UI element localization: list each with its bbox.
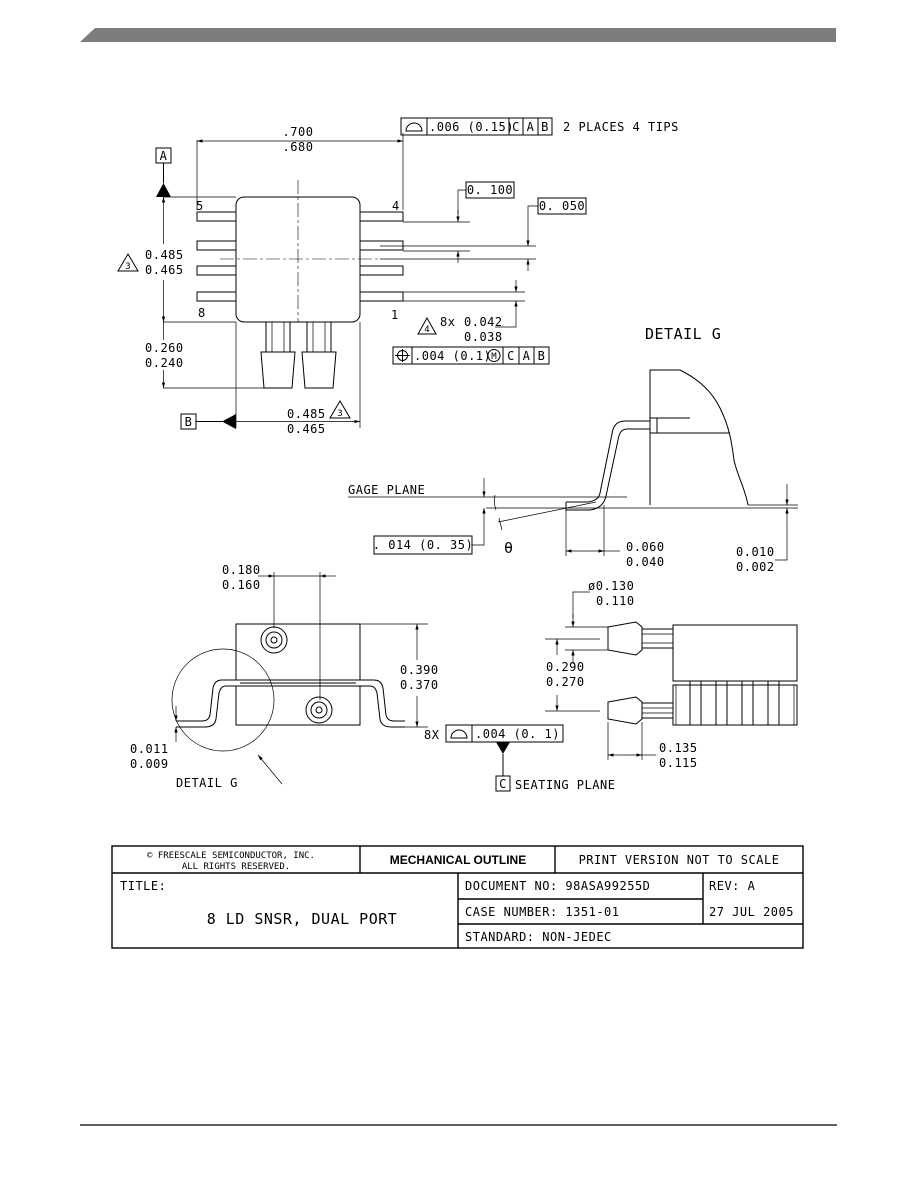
body-h-max: 0.485 [287, 407, 326, 421]
port-length-max: 0.260 [145, 341, 184, 355]
port-offset-max: 0.180 [222, 563, 261, 577]
document-number: DOCUMENT NO: 98ASA99255D [465, 879, 650, 893]
detail-g-callout: DETAIL G [176, 776, 238, 790]
leads-right [359, 211, 404, 302]
print-note: PRINT VERSION NOT TO SCALE [579, 853, 780, 867]
front-view: DETAIL G 0.180 0.160 0.390 0.370 0.011 0… [130, 563, 615, 792]
body-w-min: 0.465 [145, 263, 184, 277]
leads-left [196, 211, 237, 302]
profile-note: 2 PLACES 4 TIPS [563, 120, 679, 134]
foot-max: 0.060 [626, 540, 665, 554]
body-w-max: 0.485 [145, 248, 184, 262]
date: 27 JUL 2005 [709, 905, 794, 919]
port-length-min: 0.240 [145, 356, 184, 370]
theta-label: θ [504, 539, 514, 557]
svg-text:8x: 8x [440, 315, 455, 329]
svg-text:5: 5 [196, 199, 204, 213]
datum-a-label: A [160, 149, 168, 163]
foot-min: 0.040 [626, 555, 665, 569]
svg-text:8X: 8X [424, 728, 440, 742]
pitch2-label: 0. 050 [539, 199, 585, 213]
ports [260, 322, 337, 389]
svg-text:B: B [538, 349, 546, 363]
svg-text:4: 4 [424, 325, 429, 335]
detail-g-callout-circle [171, 648, 275, 752]
detail-g-title: DETAIL G [645, 325, 721, 343]
width-max: .700 [283, 125, 314, 139]
svg-text:3: 3 [125, 262, 130, 272]
front-body-bottom [235, 685, 361, 726]
height-min: 0.370 [400, 678, 439, 692]
lead-width-max: 0.042 [464, 315, 503, 329]
detail-g: DETAIL G GAGE PLANE . 014 (0. 35) θ 0.06… [348, 325, 798, 574]
svg-text:8: 8 [198, 306, 206, 320]
svg-text:M: M [491, 352, 497, 362]
package-title: 8 LD SNSR, DUAL PORT [207, 910, 398, 928]
lead-width-min: 0.038 [464, 330, 503, 344]
port-ext-max: 0.135 [659, 741, 698, 755]
lead-thickness-max: 0.011 [130, 742, 169, 756]
pitch-label: 0. 100 [467, 183, 513, 197]
side-view: ø0.130 0.110 0.290 0.270 0.135 0.115 [545, 579, 798, 770]
svg-text:1: 1 [391, 308, 399, 322]
height-max: 0.390 [400, 663, 439, 677]
port-offset-min: 0.160 [222, 578, 261, 592]
svg-text:A: A [523, 349, 531, 363]
gage-value: . 014 (0. 35) [373, 538, 473, 552]
port-dia-max: ø0.130 [588, 579, 634, 593]
svg-text:3: 3 [337, 409, 342, 419]
gage-plane-label: GAGE PLANE [348, 483, 425, 497]
case-number: CASE NUMBER: 1351-01 [465, 905, 620, 919]
seating-plane-label: SEATING PLANE [515, 778, 615, 792]
width-min: .680 [283, 140, 314, 154]
body-h-min: 0.465 [287, 422, 326, 436]
top-view: A .700 .680 .006 (0.15) C A B 2 PLACES 4… [117, 117, 679, 436]
coplanarity-value: .004 (0. 1) [475, 727, 560, 741]
port-pitch-min: 0.270 [546, 675, 585, 689]
port-pitch-max: 0.290 [546, 660, 585, 674]
svg-text:C: C [512, 120, 520, 134]
profile-control-frame: .006 (0.15) C A B [400, 117, 553, 136]
port-ext-min: 0.115 [659, 756, 698, 770]
svg-text:.004 (0.1): .004 (0.1) [414, 349, 491, 363]
port-dia-min: 0.110 [596, 594, 635, 608]
standoff-max: 0.010 [736, 545, 775, 559]
standoff-min: 0.002 [736, 560, 775, 574]
standard: STANDARD: NON-JEDEC [465, 930, 612, 944]
copyright-line-1: © FREESCALE SEMICONDUCTOR, INC. [147, 851, 315, 861]
heading: MECHANICAL OUTLINE [390, 853, 526, 867]
front-body-top [235, 623, 361, 681]
header-bar [80, 28, 836, 42]
title-label: TITLE: [120, 879, 166, 893]
revision: REV: A [709, 879, 756, 893]
title-block: © FREESCALE SEMICONDUCTOR, INC. ALL RIGH… [111, 845, 804, 949]
svg-text:A: A [527, 120, 535, 134]
position-control-frame: .004 (0.1) M C A B [392, 346, 550, 365]
copyright-line-2: ALL RIGHTS RESERVED. [182, 862, 290, 872]
lead-thickness-min: 0.009 [130, 757, 169, 771]
datum-b-label: B [185, 415, 193, 429]
svg-text:.006 (0.15): .006 (0.15) [429, 120, 514, 134]
svg-text:4: 4 [392, 199, 400, 213]
svg-text:C: C [507, 349, 515, 363]
svg-text:B: B [541, 120, 549, 134]
datum-c-label: C [499, 777, 507, 791]
